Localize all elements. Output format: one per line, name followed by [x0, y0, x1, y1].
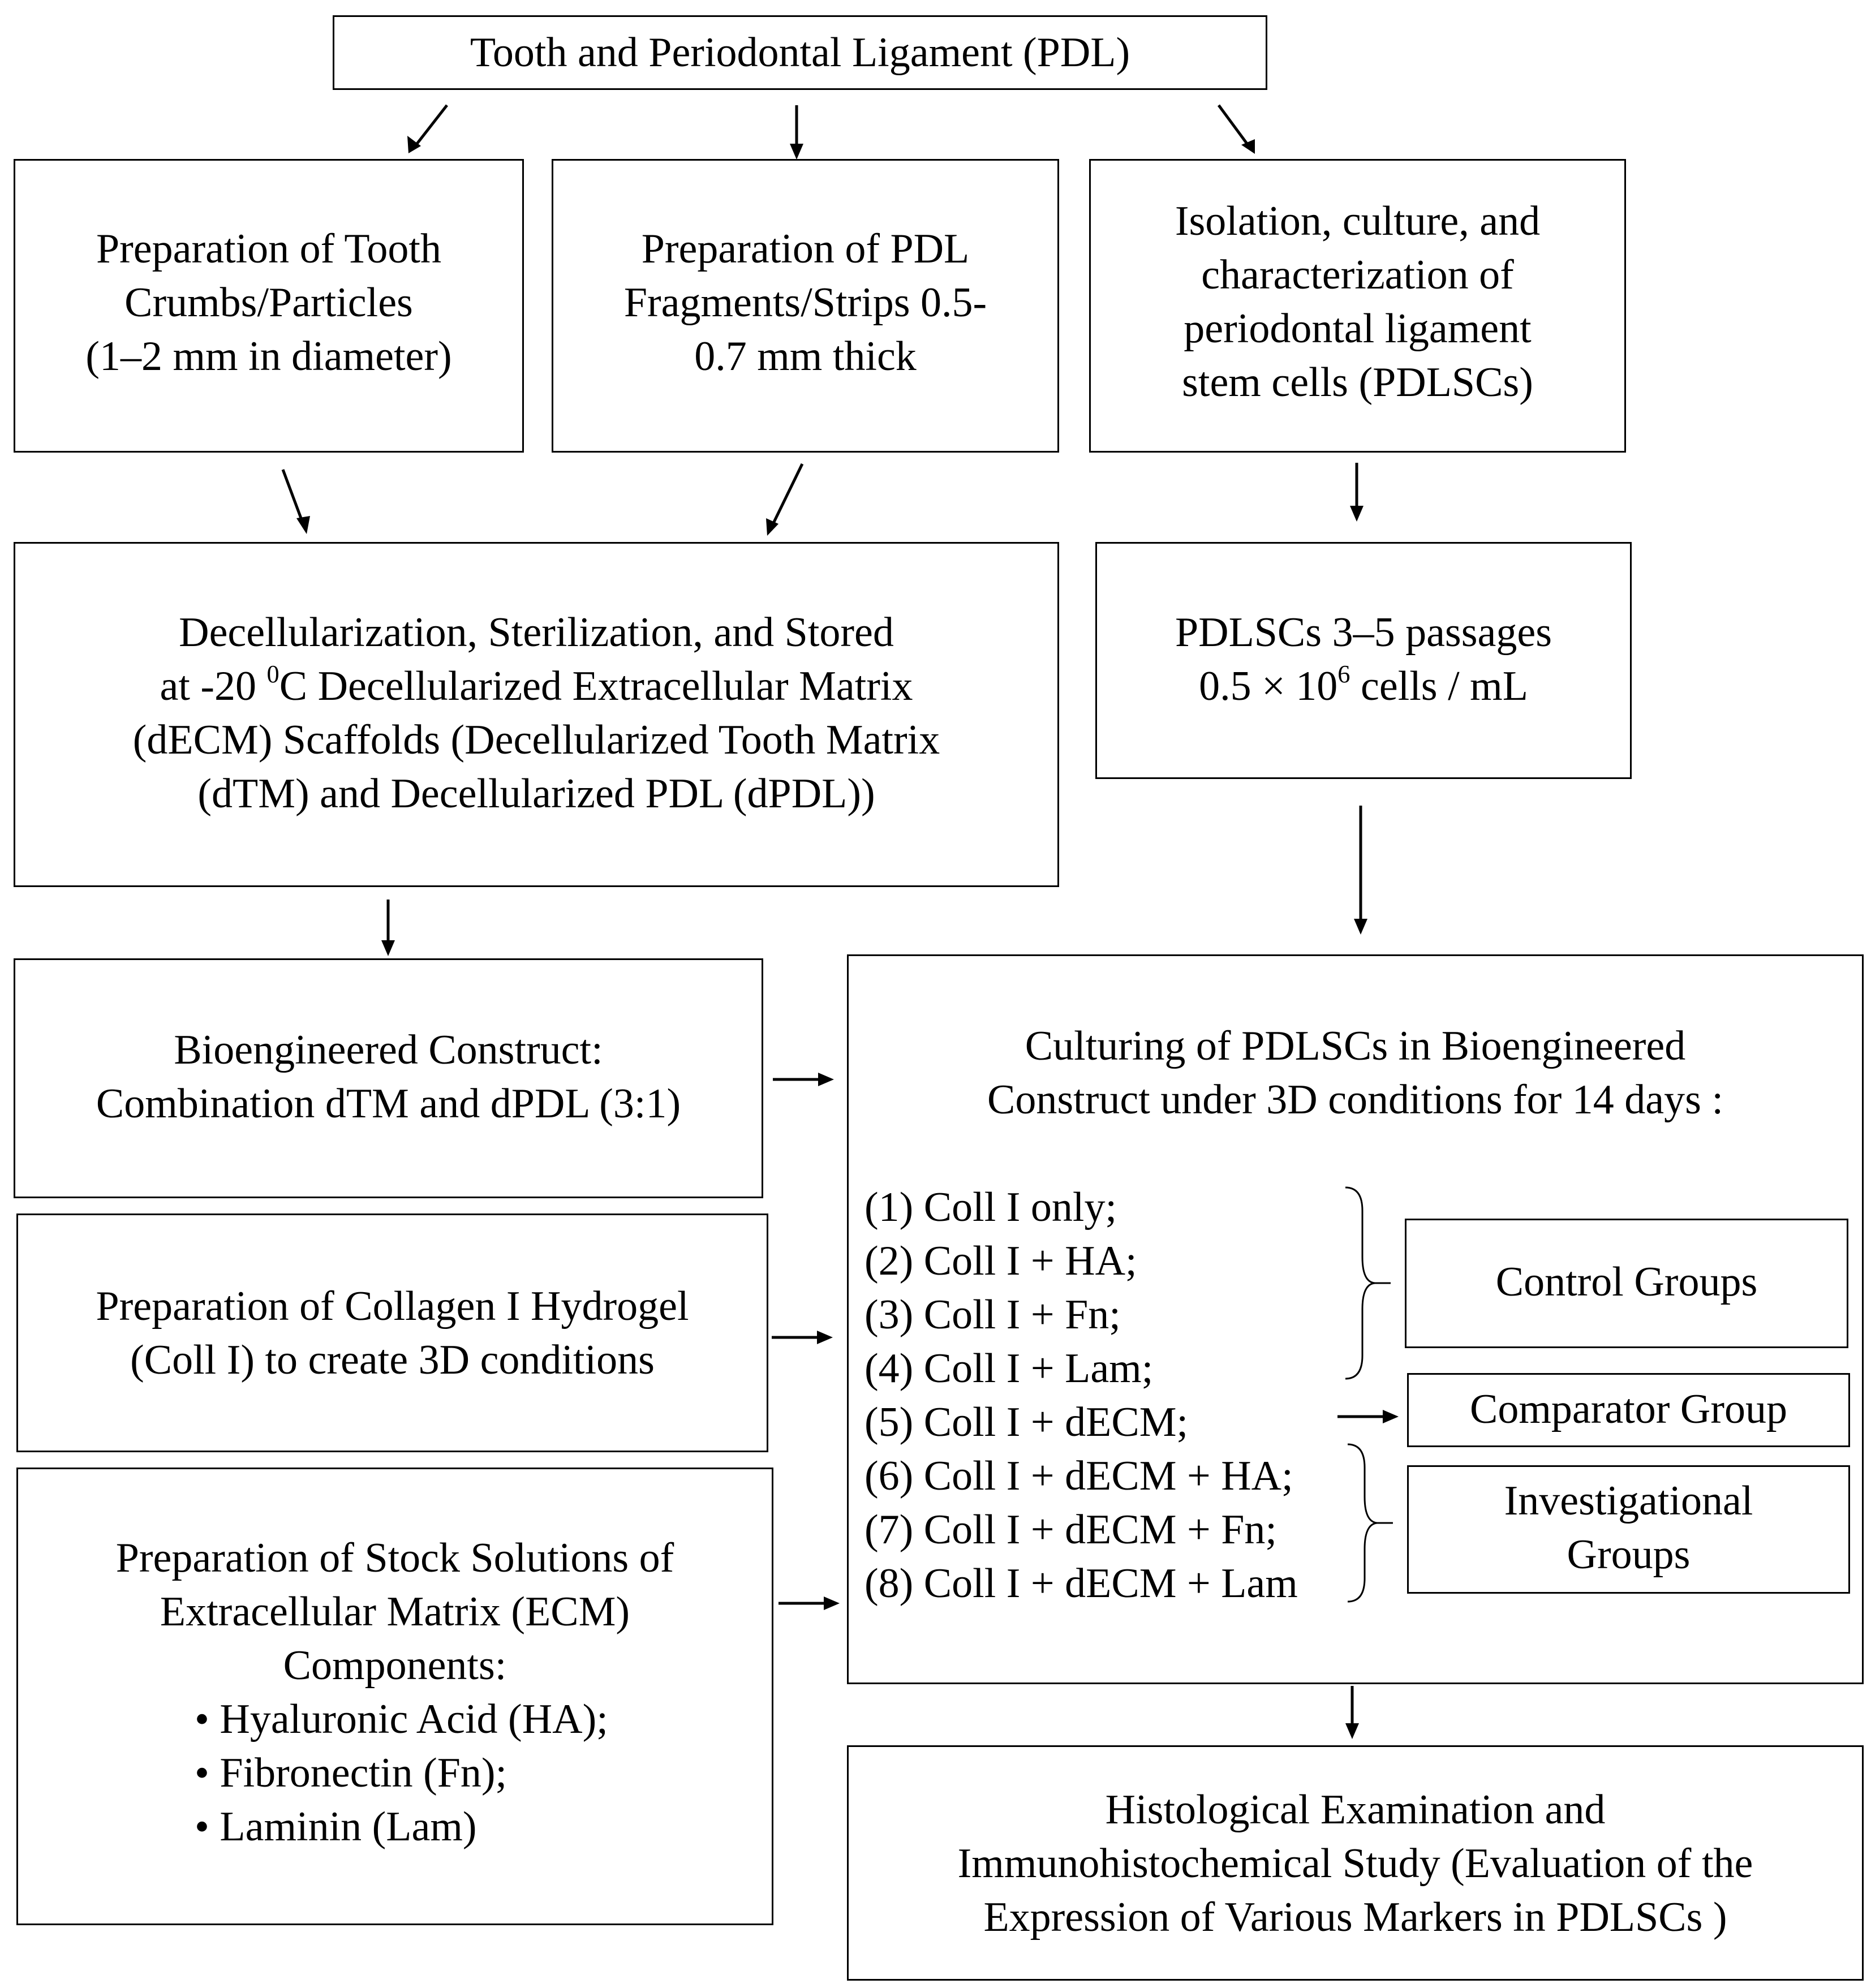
- hydrogel-line-2: (Coll I) to create 3D conditions: [130, 1337, 655, 1383]
- group-3: (3) Coll I + Fn;: [864, 1292, 1121, 1338]
- arrowhead-decell-to-construct: [381, 940, 395, 956]
- arrowhead-pdl-to-decell: [766, 518, 778, 536]
- investigational-line-2: Groups: [1567, 1531, 1691, 1578]
- hydrogel-line-1: Preparation of Collagen I Hydrogel: [96, 1283, 689, 1329]
- histology-line-3: Expression of Various Markers in PDLSCs …: [983, 1894, 1727, 1940]
- arrow-title-to-tooth: [412, 104, 448, 150]
- arrow-pdl-to-decell: [769, 463, 804, 530]
- arrowhead-construct-to-culturing: [818, 1073, 834, 1086]
- arrowhead-isolation-to-passages: [1350, 506, 1364, 522]
- title-text: Tooth and Periodontal Ligament (PDL): [470, 29, 1130, 76]
- passages-box: PDLSCs 3–5 passages 0.5 × 106 cells / mL: [1095, 542, 1632, 779]
- culturing-line-2: Construct under 3D conditions for 14 day…: [987, 1077, 1723, 1123]
- group-7: (7) Coll I + dECM + Fn;: [864, 1507, 1277, 1553]
- group-2: (2) Coll I + HA;: [864, 1238, 1137, 1284]
- group-1: (1) Coll I only;: [864, 1184, 1117, 1230]
- tooth-prep-line-1: Preparation of Tooth: [96, 226, 441, 272]
- arrowhead-stock-to-culturing: [824, 1597, 840, 1610]
- group-6: (6) Coll I + dECM + HA;: [864, 1453, 1293, 1499]
- culturing-line-1: Culturing of PDLSCs in Bioengineered: [1025, 1023, 1686, 1069]
- isolation-line-3: periodontal ligament: [1184, 305, 1532, 352]
- histology-line-2: Immunohistochemical Study (Evaluation of…: [957, 1840, 1753, 1887]
- pdl-prep-box: Preparation of PDL Fragments/Strips 0.5-…: [552, 159, 1059, 453]
- passages-prefix: 0.5 × 10: [1199, 663, 1338, 709]
- decell-line-3: (dECM) Scaffolds (Decellularized Tooth M…: [132, 717, 940, 763]
- investigational-groups-box: Investigational Groups: [1407, 1465, 1850, 1594]
- construct-box: Bioengineered Construct: Combination dTM…: [14, 958, 763, 1198]
- decell-temp-prefix: at -20: [160, 663, 267, 709]
- arrowhead-title-to-isolation: [1241, 139, 1255, 154]
- comparator-group-box: Comparator Group: [1407, 1373, 1850, 1447]
- stock-item-lam: • Laminin (Lam): [195, 1804, 477, 1850]
- stock-box: Preparation of Stock Solutions of Extrac…: [16, 1468, 773, 1925]
- arrowhead-hydrogel-to-culturing: [817, 1331, 833, 1344]
- arrow-title-to-isolation: [1217, 104, 1252, 149]
- tooth-prep-line-2: Crumbs/Particles: [124, 279, 413, 326]
- arrowhead-to-comparator: [1383, 1410, 1399, 1423]
- isolation-line-2: characterization of: [1201, 252, 1514, 298]
- stock-line-3: Components:: [283, 1642, 507, 1689]
- investigational-line-1: Investigational: [1504, 1478, 1753, 1524]
- control-groups-label: Control Groups: [1495, 1259, 1758, 1305]
- tooth-prep-box: Preparation of Tooth Crumbs/Particles (1…: [14, 159, 524, 453]
- group-4: (4) Coll I + Lam;: [864, 1345, 1154, 1392]
- comparator-group-label: Comparator Group: [1469, 1386, 1788, 1432]
- arrowhead-culturing-to-histology: [1345, 1723, 1359, 1739]
- tooth-prep-line-3: (1–2 mm in diameter): [85, 333, 452, 380]
- isolation-line-1: Isolation, culture, and: [1175, 198, 1541, 244]
- decell-line-1: Decellularization, Sterilization, and St…: [179, 609, 894, 656]
- passages-exponent: 6: [1337, 659, 1350, 688]
- pdl-prep-line-1: Preparation of PDL: [641, 226, 970, 272]
- construct-line-2: Combination dTM and dPDL (3:1): [96, 1081, 681, 1127]
- decell-line-4: (dTM) and Decellularized PDL (dPDL)): [197, 771, 875, 817]
- stock-line-1: Preparation of Stock Solutions of: [115, 1535, 674, 1581]
- isolation-line-4: stem cells (PDLSCs): [1182, 359, 1533, 406]
- passages-line-2: 0.5 × 106 cells / mL: [1097, 660, 1630, 713]
- construct-line-1: Bioengineered Construct:: [174, 1027, 603, 1073]
- hydrogel-box: Preparation of Collagen I Hydrogel (Coll…: [16, 1214, 768, 1452]
- brace-investigational-groups: [1347, 1443, 1378, 1603]
- decell-temp-suffix: C: [279, 663, 318, 709]
- passages-line-1: PDLSCs 3–5 passages: [1175, 609, 1552, 656]
- title-box: Tooth and Periodontal Ligament (PDL): [333, 15, 1267, 90]
- decell-line-2-rest: Decellularized Extracellular Matrix: [317, 663, 913, 709]
- control-groups-box: Control Groups: [1405, 1219, 1848, 1348]
- arrowhead-passages-to-culturing: [1354, 919, 1367, 935]
- stock-item-fn: • Fibronectin (Fn);: [195, 1750, 507, 1796]
- group-5: (5) Coll I + dECM;: [864, 1399, 1189, 1445]
- histology-box: Histological Examination and Immunohisto…: [847, 1745, 1864, 1981]
- stock-item-ha: • Hyaluronic Acid (HA);: [195, 1696, 608, 1742]
- arrowhead-title-to-pdl: [790, 144, 803, 160]
- decell-line-2: at -20 0C Decellularized Extracellular M…: [15, 660, 1057, 713]
- histology-line-1: Histological Examination and: [1105, 1787, 1606, 1833]
- decell-temp-degree: 0: [266, 659, 279, 688]
- brace-control-groups: [1345, 1186, 1375, 1380]
- pdl-prep-line-2: Fragments/Strips 0.5-: [623, 279, 987, 326]
- arrowhead-title-to-tooth: [407, 136, 421, 153]
- decell-box: Decellularization, Sterilization, and St…: [14, 542, 1059, 887]
- group-8: (8) Coll I + dECM + Lam: [864, 1560, 1298, 1607]
- stock-line-2: Extracellular Matrix (ECM): [160, 1589, 630, 1635]
- isolation-box: Isolation, culture, and characterization…: [1089, 159, 1626, 453]
- arrowhead-tooth-to-decell: [296, 516, 310, 534]
- passages-suffix: cells / mL: [1350, 663, 1528, 709]
- pdl-prep-line-3: 0.7 mm thick: [694, 333, 917, 380]
